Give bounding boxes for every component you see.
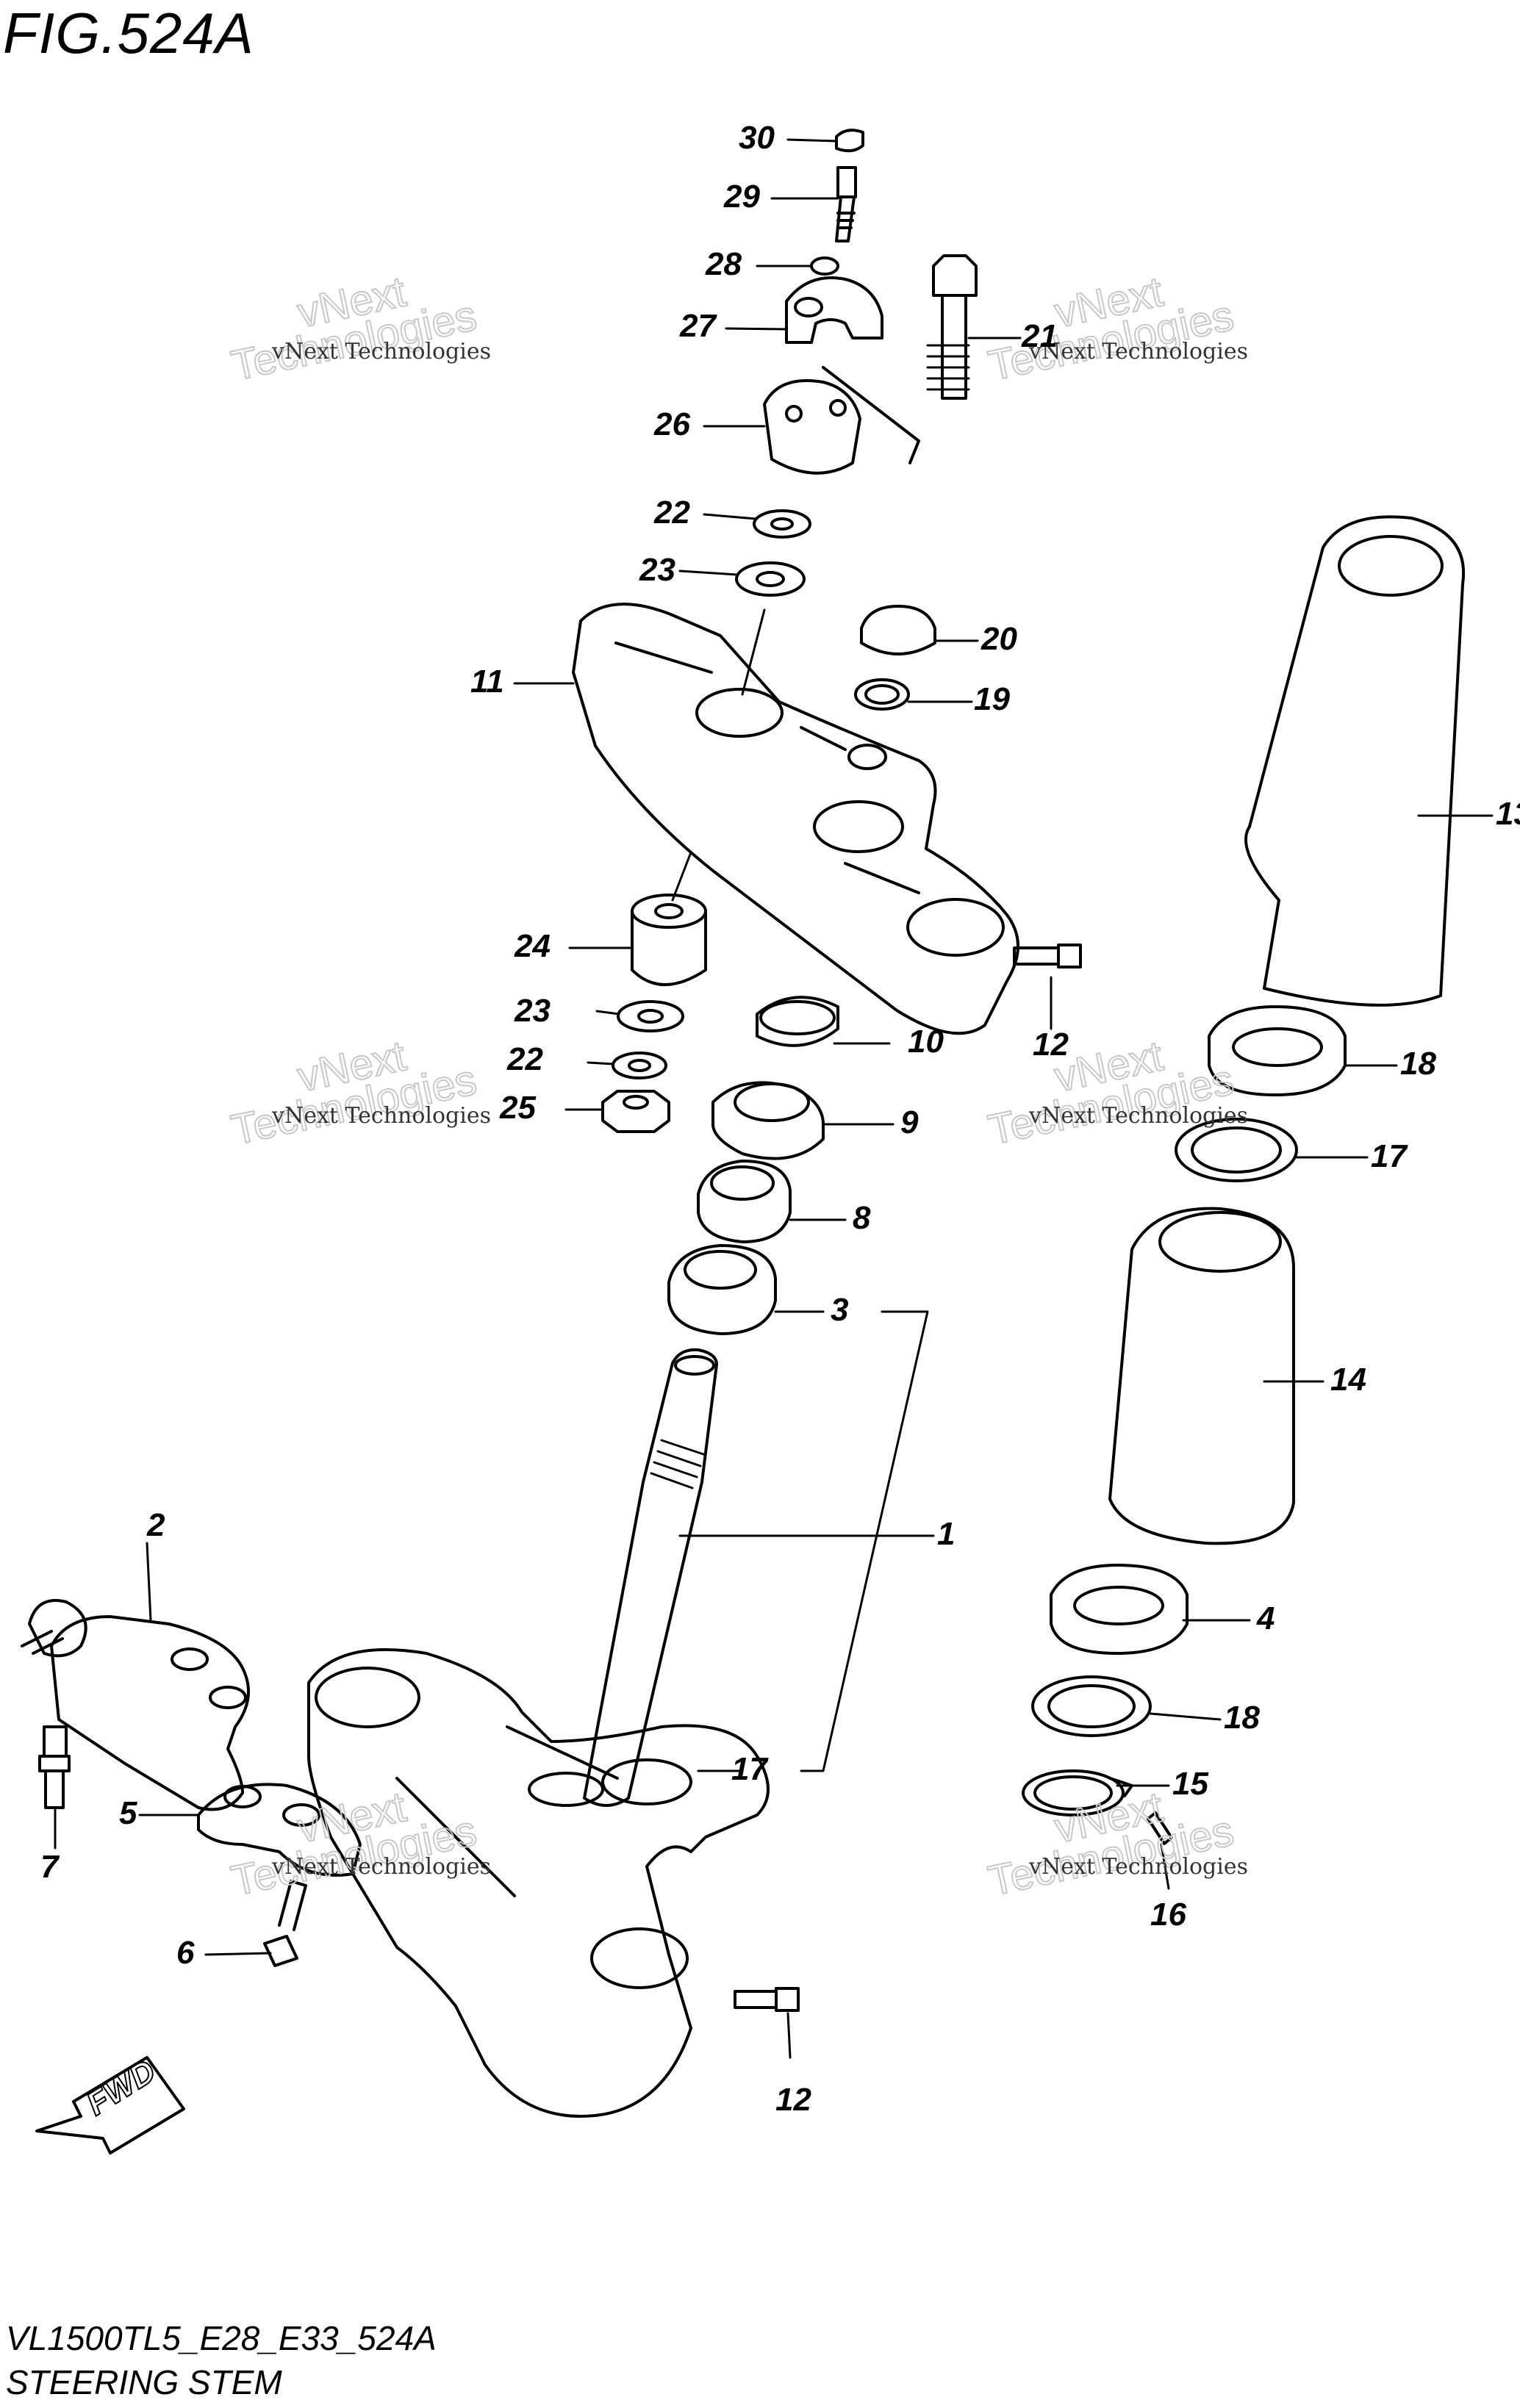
callout-18: 18 (1400, 1046, 1436, 1082)
part-9-seal (711, 1081, 825, 1160)
part-27-clamp-cap (785, 276, 883, 344)
part-25-nut (601, 1090, 670, 1133)
part-23-washer (735, 561, 806, 597)
part-30-cap (835, 129, 864, 153)
part-11-upper-bracket (572, 603, 1019, 1035)
part-17-washer-lower (1031, 1675, 1152, 1737)
part-29-bolt (835, 166, 857, 242)
callout-5: 5 (119, 1795, 137, 1831)
part-7-bolt (38, 1725, 71, 1809)
callout-28: 28 (705, 246, 742, 282)
callout-17: 17 (731, 1751, 769, 1787)
callout-24: 24 (514, 928, 551, 964)
part-3-bearing (667, 1244, 777, 1335)
callout-14: 14 (1330, 1362, 1366, 1398)
callout-3: 3 (831, 1292, 848, 1328)
part-22-washer (753, 509, 811, 539)
part-12-bolt (1013, 944, 1082, 968)
callout-13: 13 (1496, 796, 1520, 832)
callout-27: 27 (679, 308, 717, 344)
callout-20: 20 (981, 621, 1017, 657)
callout-19: 19 (974, 681, 1010, 717)
part-18-bushing-lower (1050, 1564, 1189, 1655)
callout-23: 23 (639, 552, 675, 588)
watermark-text: vNext Technologies (1028, 1103, 1248, 1129)
watermark-text: vNext Technologies (271, 1854, 491, 1880)
part-24-spacer (631, 894, 707, 986)
callout-10: 10 (908, 1024, 944, 1060)
callout-21: 21 (1021, 318, 1058, 354)
model-code: VL1500TL5_E28_E33_524A (6, 2319, 437, 2357)
part-21-long-bolt (926, 254, 978, 400)
part-16-screw (1147, 1811, 1173, 1845)
part-1-steering-stem (583, 1348, 718, 1807)
part-28-washer (810, 256, 839, 276)
watermark-text: vNext Technologies (271, 1103, 491, 1129)
callout-25: 25 (499, 1090, 536, 1126)
leader-lines (54, 138, 1494, 2059)
part-20-cap (860, 605, 936, 655)
part-22-washer-lower (612, 1052, 667, 1079)
callout-7: 7 (40, 1849, 60, 1885)
part-23-washer-lower (617, 1000, 684, 1032)
watermark-text: vNext Technologies (1028, 339, 1248, 364)
callout-6: 6 (176, 1935, 195, 1971)
callout-29: 29 (723, 179, 760, 215)
part-5-clamp (197, 1783, 362, 1877)
callout-23: 23 (514, 993, 551, 1029)
callout-8: 8 (853, 1200, 871, 1236)
callout-12: 12 (1033, 1027, 1069, 1063)
part-6-bolt (263, 1880, 307, 1967)
part-12-bolt-lower (734, 1987, 800, 2012)
callout-11: 11 (470, 664, 504, 700)
part-17-washer (1175, 1118, 1298, 1182)
callout-1: 1 (937, 1516, 955, 1552)
callout-9: 9 (900, 1104, 919, 1140)
callout-22: 22 (506, 1041, 543, 1077)
callout-4: 4 (1256, 1600, 1275, 1636)
part-2-lower-bracket (307, 1648, 770, 2118)
part-13-upper-cover (1244, 515, 1466, 1007)
callout-12: 12 (775, 2082, 811, 2118)
watermark-text: vNext Technologies (1028, 1854, 1248, 1880)
callout-22: 22 (653, 495, 690, 531)
callout-18: 18 (1224, 1700, 1260, 1736)
callout-15: 15 (1172, 1766, 1208, 1802)
part-26-clamp-base (763, 366, 920, 475)
figure-title: FIG.524A (3, 1, 254, 65)
watermark-text: vNext Technologies (271, 339, 491, 364)
diagram-name: STEERING STEM (6, 2363, 282, 2401)
part-10-nut (756, 996, 839, 1047)
callout-2: 2 (146, 1507, 165, 1543)
part-8-bearing (697, 1160, 792, 1243)
callout-layer: 3029282721262223112019132412231018222591… (40, 120, 1520, 2118)
part-19-ring (854, 678, 910, 711)
part-14-lower-cover (1108, 1207, 1295, 1545)
callout-16: 16 (1150, 1897, 1186, 1933)
part-4-steering-lock (21, 1599, 250, 1811)
fwd-arrow (35, 2056, 185, 2154)
callout-26: 26 (653, 406, 690, 442)
callout-30: 30 (739, 120, 775, 156)
callout-17: 17 (1371, 1138, 1408, 1174)
